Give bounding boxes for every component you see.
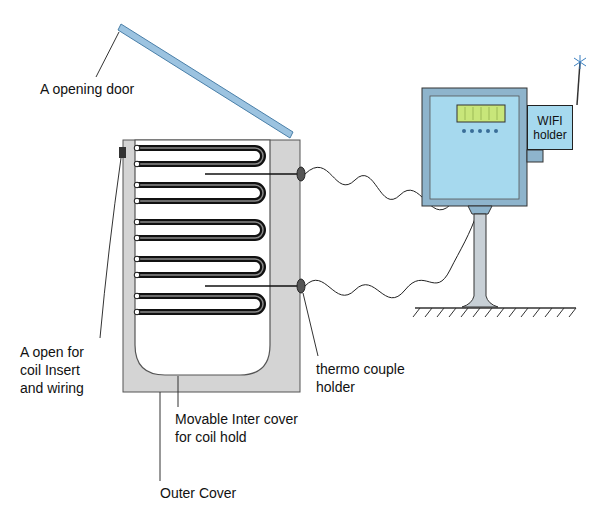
outer-cover [123,140,300,392]
leader-line [96,32,119,77]
inner-cover [135,140,270,375]
controller-frame [422,88,527,206]
thermocouple [205,173,300,175]
antenna-signal [574,55,586,69]
control-buttons [462,129,498,133]
leader-line [100,158,121,338]
stand-mount [468,206,492,214]
controller-screen [430,96,519,199]
box-text: WIFI holder [531,114,569,142]
thermocouple-holder [297,167,305,181]
thermocouple [205,285,300,287]
wifi-holder-box: WIFI holder [527,105,573,150]
lcd-display [457,105,505,122]
coil-opening [119,147,126,158]
part-label: thermo couple holder [316,360,418,396]
leader-line [303,293,318,356]
thermocouple-holder [297,279,305,293]
part-label: Movable Inter cover for coil hold [175,410,309,446]
leader-line [160,392,161,481]
part-label: Outer Cover [160,484,270,502]
part-label: A open for coil Insert and wiring [20,343,102,397]
ground-hatch [413,308,576,317]
leader-line [178,376,179,407]
thermocouple-wire [305,210,478,298]
part-label: A opening door [40,80,160,98]
lcd-grid [465,107,497,120]
heating-coil [137,148,263,312]
wifi-arm [527,150,543,162]
coil-terminal [134,145,140,315]
stand-post [462,214,498,307]
opening-door [118,24,293,138]
